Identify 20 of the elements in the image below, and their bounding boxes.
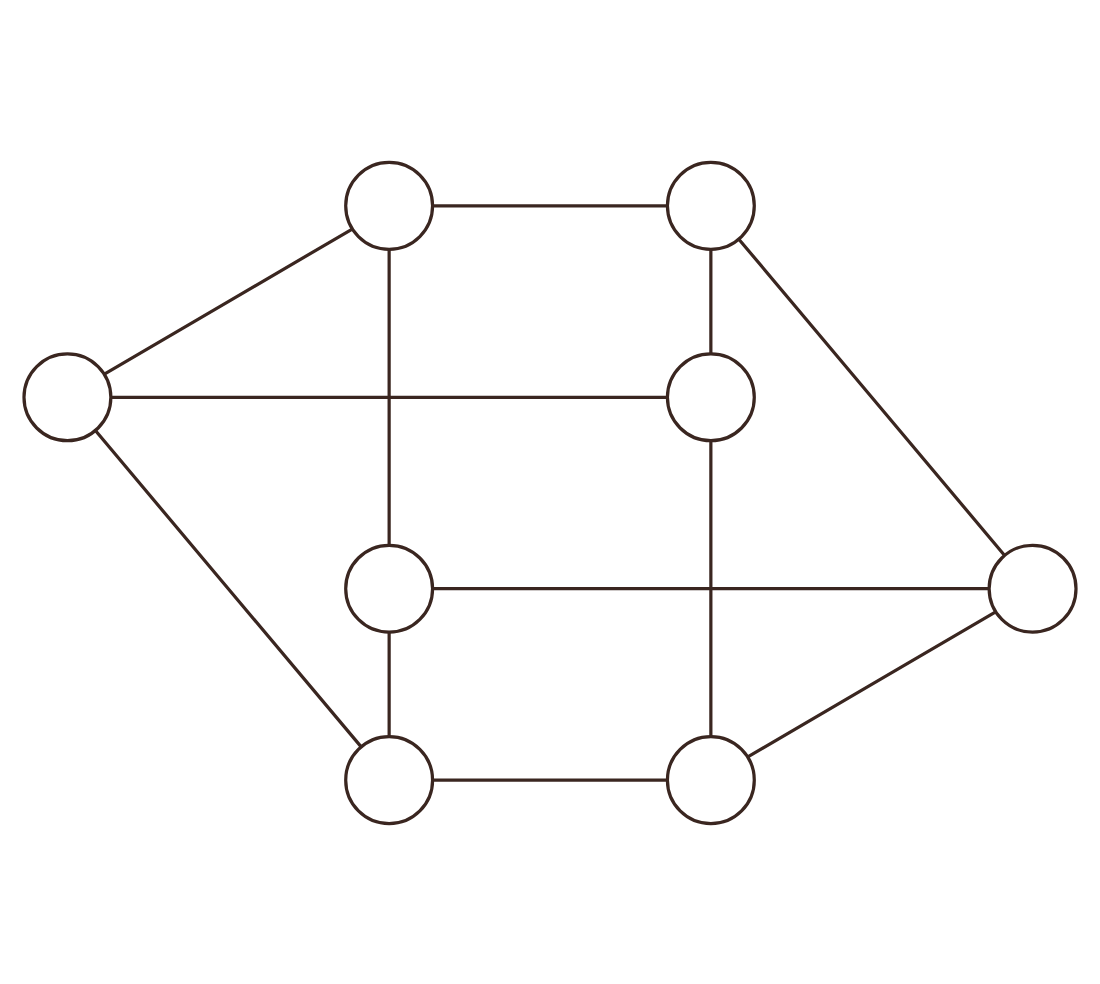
connector — [387, 248, 391, 544]
connector — [387, 631, 391, 736]
connector — [709, 248, 713, 353]
connector — [433, 203, 667, 207]
connector — [94, 428, 363, 747]
connector — [103, 226, 354, 375]
connector — [709, 440, 713, 736]
node-circle — [344, 159, 435, 250]
connector — [747, 609, 997, 758]
node-circle — [344, 542, 435, 633]
node-circle — [344, 734, 435, 825]
connector — [737, 237, 1006, 556]
node-circle — [665, 159, 756, 250]
node-circle — [665, 734, 756, 825]
connector — [433, 586, 989, 590]
node-circle — [22, 351, 113, 442]
connector — [433, 777, 667, 781]
node-circle — [665, 351, 756, 442]
node-circle — [987, 542, 1078, 633]
connector — [111, 394, 667, 398]
